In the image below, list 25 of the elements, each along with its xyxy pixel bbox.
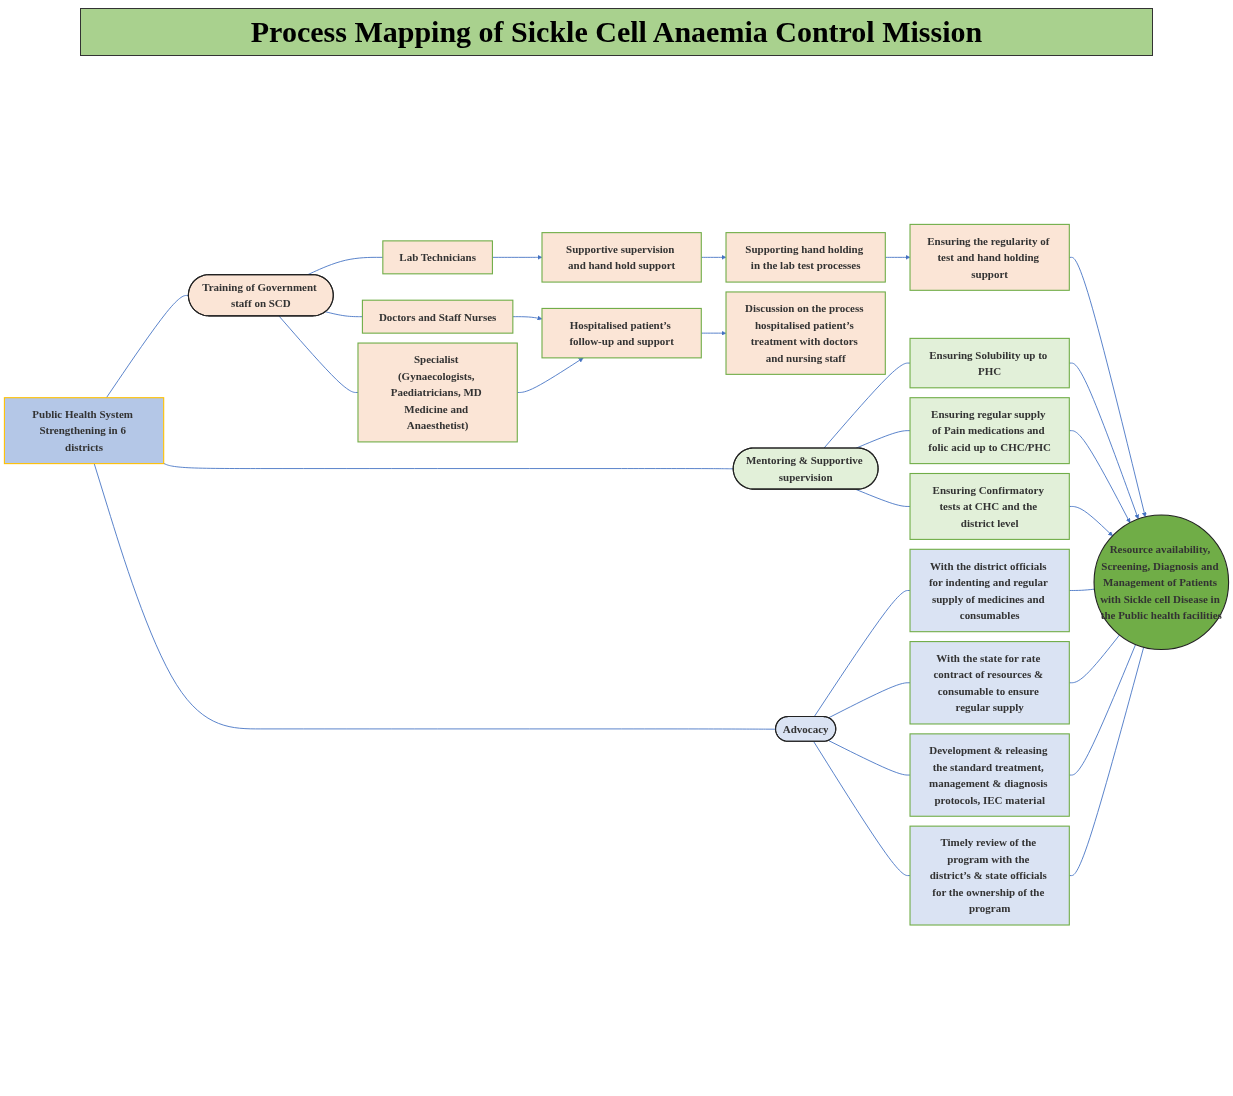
node-box: Discussion on the process hospitalised patient’s treatment with doctors and nursing staff bbox=[725, 291, 886, 376]
node-box: Supporting hand holding in the lab test processes bbox=[725, 232, 886, 283]
connector bbox=[855, 430, 911, 449]
node-box: Doctors and Staff Nurses bbox=[361, 299, 514, 334]
node-box: Ensuring Confirmatory tests at CHC and the district level bbox=[909, 473, 1070, 541]
node-box: Development & releasing the standard treatment, management & diagnosis protocols, IEC material bbox=[909, 733, 1070, 818]
node-box: Lab Technicians bbox=[382, 240, 493, 275]
node-box: Ensuring the regularity of test and hand holding support bbox=[909, 224, 1070, 292]
node-box: Timely review of the program with the district’s & state officials for the ownership of the program bbox=[909, 825, 1070, 926]
connector bbox=[325, 311, 363, 318]
connector bbox=[828, 682, 911, 719]
node-box: Ensuring regular supply of Pain medications and folic acid up to CHC/PHC bbox=[909, 397, 1070, 465]
node-box: Ensuring Solubility up to PHC bbox=[909, 338, 1070, 389]
node-box: Specialist (Gynaecologists, Paediatricians, MD Medicine and Anaesthetist) bbox=[357, 342, 518, 443]
node-box: Supportive supervision and hand hold support bbox=[541, 232, 702, 283]
node-box: With the state for rate contract of resources & consumable to ensure regular supply bbox=[909, 641, 1070, 725]
connector bbox=[823, 362, 911, 449]
connector bbox=[828, 740, 911, 776]
connector bbox=[163, 463, 734, 470]
node-box: With the district officials for indenting and regular supply of medicines and consumables bbox=[909, 549, 1070, 633]
connector bbox=[813, 741, 911, 877]
connector bbox=[813, 590, 911, 718]
diagram-title: Process Mapping of Sickle Cell Anaemia Control Mission bbox=[80, 8, 1153, 56]
node-box: Public Health System Strengthening in 6 districts bbox=[3, 397, 165, 465]
node-box: Hospitalised patient’s follow-up and support bbox=[541, 308, 702, 359]
